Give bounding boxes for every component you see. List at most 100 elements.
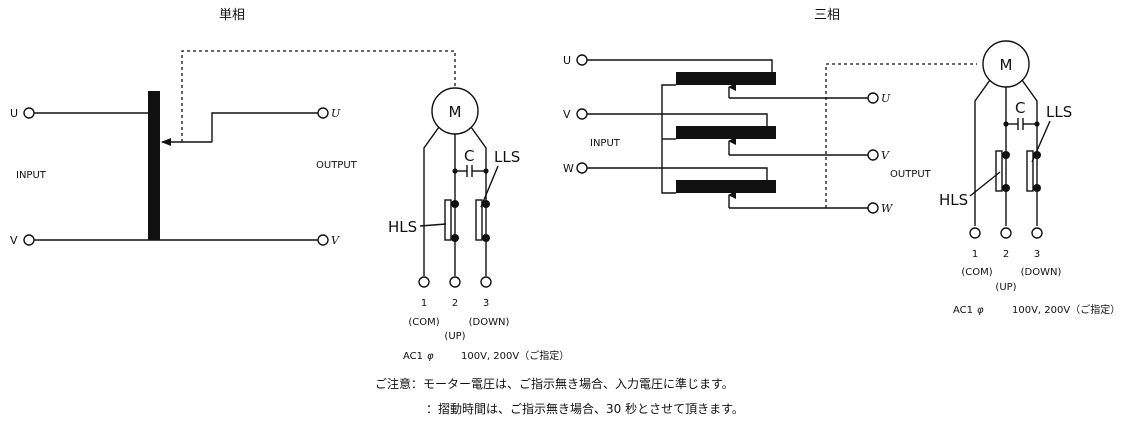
three-output-v-label: V xyxy=(881,149,890,162)
three-input-v-label: V xyxy=(563,108,571,121)
three-output-u-circle xyxy=(867,92,879,104)
three-output-label: OUTPUT xyxy=(890,169,932,180)
three-input-v-wire xyxy=(587,113,768,126)
single-mechanical-link xyxy=(181,50,456,142)
three-output-terminal-u: U xyxy=(867,92,891,105)
single-terminal-3 xyxy=(480,276,492,288)
single-lls-contact-bottom xyxy=(482,234,490,242)
single-input-u-label: U xyxy=(10,107,18,120)
notes: ご注意：モーター電圧は、ご指示無き場合、入力電圧に準じます。 ：摺動時間は、ご指… xyxy=(375,376,744,416)
three-lls-contact-bottom xyxy=(1033,184,1041,192)
three-lead-com xyxy=(974,79,991,226)
three-output-v-circle xyxy=(867,149,879,161)
three-terminal-3 xyxy=(1031,227,1043,239)
single-input-terminal-v: V xyxy=(10,234,35,247)
single-input-label: INPUT xyxy=(16,170,47,181)
three-terminal-3-number: 3 xyxy=(1034,249,1040,260)
single-cap-node-left xyxy=(452,168,458,174)
three-input-u-wire xyxy=(587,59,773,72)
single-motor-circuit: M C HLS LLS xyxy=(388,87,569,362)
single-terminal-1-number: 1 xyxy=(421,298,427,309)
single-lead-down xyxy=(470,126,487,276)
single-hls-label: HLS xyxy=(388,218,417,236)
three-lls-contact-top xyxy=(1033,151,1041,159)
three-hls-leader xyxy=(969,171,1001,197)
three-mechanical-link xyxy=(825,63,977,208)
three-input-label: INPUT xyxy=(590,138,621,149)
three-cap-node-right xyxy=(1034,121,1040,127)
single-output-u-circle xyxy=(317,107,329,119)
single-terminal-1 xyxy=(418,276,430,288)
note-sliding-time: ：摺動時間は、ご指示無き場合、30 秒とさせて頂きます。 xyxy=(426,401,744,416)
three-hls-switch xyxy=(995,150,1003,192)
three-capacitor-label: C xyxy=(1015,99,1025,117)
single-voltage: 100V, 200V（ご指定） xyxy=(461,349,569,362)
three-lls-leader xyxy=(1031,120,1051,163)
three-cap-node-left xyxy=(1003,121,1009,127)
three-terminal-2 xyxy=(1000,227,1012,239)
single-terminal-2 xyxy=(449,276,461,288)
single-output-v-circle xyxy=(317,234,329,246)
single-input-v-label: V xyxy=(10,234,18,247)
three-hls-label: HLS xyxy=(939,191,968,209)
three-phase-section: 三相 U V W INPUT xyxy=(563,8,1120,316)
single-output-u-label: U xyxy=(331,107,341,120)
single-hls-switch xyxy=(444,199,452,241)
three-terminal-2-number: 2 xyxy=(1003,249,1009,260)
three-motor-circuit: M C HLS LLS 1 2 3 xyxy=(939,40,1120,316)
three-input-u-label: U xyxy=(563,54,571,67)
single-lead-com xyxy=(423,126,440,276)
three-core-v xyxy=(676,126,776,139)
three-terminal-1-number: 1 xyxy=(972,249,978,260)
three-lls-label: LLS xyxy=(1046,103,1072,121)
three-output-terminal-v: V xyxy=(867,149,890,162)
single-lls-leader xyxy=(480,165,499,208)
single-output-label: OUTPUT xyxy=(316,160,358,171)
single-terminal-down-name: (DOWN) xyxy=(469,317,510,328)
single-hls-contact-top xyxy=(451,200,459,208)
three-voltage: 100V, 200V（ご指定） xyxy=(1012,303,1120,316)
single-input-terminal-u: U xyxy=(10,107,35,120)
three-lls-switch xyxy=(1026,150,1034,192)
three-phase-title: 三相 xyxy=(814,8,840,23)
three-terminal-down-name: (DOWN) xyxy=(1021,267,1062,278)
single-input-v-circle xyxy=(23,234,35,246)
single-capacitor-label: C xyxy=(464,147,474,165)
single-hls-contact-bottom xyxy=(451,234,459,242)
three-output-w-circle xyxy=(867,202,879,214)
three-terminal-up-name: (UP) xyxy=(995,282,1016,293)
single-output-v-label: V xyxy=(331,234,340,247)
single-hls-leader xyxy=(419,223,447,227)
three-core-u xyxy=(676,72,776,85)
single-output-terminal-u: U xyxy=(317,107,341,120)
single-lls-contact-top xyxy=(482,200,490,208)
three-output-terminal-w: W xyxy=(867,202,894,215)
three-input-u-circle xyxy=(576,54,588,66)
single-terminal-up-name: (UP) xyxy=(444,331,465,342)
single-motor-label: M xyxy=(449,103,462,121)
three-input-w-label: W xyxy=(563,162,574,175)
single-input-u-circle xyxy=(23,107,35,119)
single-terminal-3-number: 3 xyxy=(483,298,489,309)
single-output-terminal-v: V xyxy=(317,234,340,247)
three-core-w xyxy=(676,180,776,193)
three-terminal-com-name: (COM) xyxy=(961,267,992,278)
single-terminal-2-number: 2 xyxy=(452,298,458,309)
three-input-terminal-w: W xyxy=(563,162,588,175)
single-transformer-core xyxy=(148,91,160,240)
single-output-u-line xyxy=(211,112,318,142)
three-terminal-1 xyxy=(969,227,981,239)
three-hls-contact-top xyxy=(1002,151,1010,159)
three-input-terminal-u: U xyxy=(563,54,588,67)
note-motor-voltage: ご注意：モーター電圧は、ご指示無き場合、入力電圧に準じます。 xyxy=(375,376,734,391)
three-input-terminal-v: V xyxy=(563,108,588,121)
single-cap-node-right xyxy=(483,168,489,174)
single-terminal-com-name: (COM) xyxy=(408,317,439,328)
three-input-w-circle xyxy=(576,162,588,174)
single-phase-section: 単相 U V INPUT U V OUTPUT xyxy=(10,7,569,362)
three-motor-label: M xyxy=(1000,56,1013,74)
three-input-w-wire xyxy=(587,167,768,180)
